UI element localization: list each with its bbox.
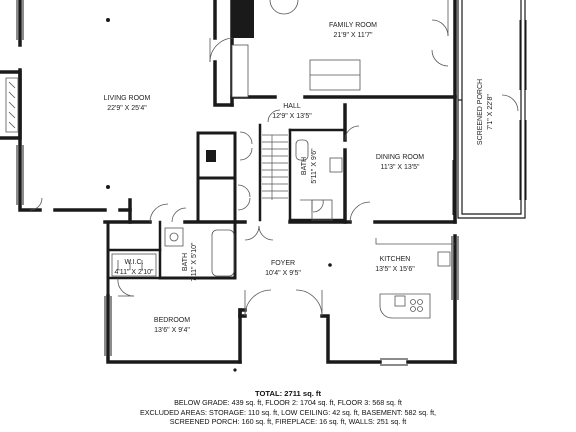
wic-name: W.I.C.: [124, 259, 143, 266]
upper-bath-name: BATH: [301, 157, 308, 175]
area-line-2: EXCLUDED AREAS: STORAGE: 110 sq. ft, LOW…: [139, 407, 437, 417]
living-room-name: LIVING ROOM: [104, 95, 151, 102]
kitchen-dims: 13'5" X 15'6": [375, 266, 415, 273]
room-labels: LIVING ROOM 22'9" X 25'4" FAMILY ROOM 21…: [104, 22, 494, 334]
upper-bath-dims: 5'11" X 9'6": [311, 148, 318, 184]
living-room-dims: 22'9" X 25'4": [107, 105, 147, 112]
family-room-name: FAMILY ROOM: [329, 22, 377, 29]
screened-porch-walls: [457, 0, 526, 219]
hall-name: HALL: [283, 103, 301, 110]
foyer-dims: 10'4" X 9'5": [265, 270, 301, 277]
walls: [0, 0, 457, 364]
bedroom-name: BEDROOM: [154, 317, 190, 324]
screened-porch-dims: 7'1" X 22'8": [487, 94, 494, 130]
foyer-name: FOYER: [271, 260, 295, 267]
fixtures: [5, 0, 455, 319]
lower-bath-name: BATH: [182, 253, 189, 271]
door-swings: [29, 0, 519, 317]
dining-room-dims: 11'3" X 13'5": [380, 164, 420, 171]
lower-bath-dims: 7'11" X 5'10": [191, 242, 198, 282]
area-line-1: BELOW GRADE: 439 sq. ft, FLOOR 2: 1704 s…: [174, 398, 402, 408]
total-area: TOTAL: 2711 sq. ft: [255, 389, 321, 398]
screened-porch-name: SCREENED PORCH: [477, 79, 484, 145]
bedroom-dims: 13'6" X 9'4": [154, 327, 190, 334]
windows: [16, 0, 527, 366]
kitchen-name: KITCHEN: [380, 256, 411, 263]
stairs: [262, 134, 288, 200]
area-summary: TOTAL: 2711 sq. ft BELOW GRADE: 439 sq. …: [0, 389, 576, 426]
light-fixtures: [106, 18, 332, 372]
dining-room-name: DINING ROOM: [376, 154, 424, 161]
family-room-dims: 21'9" X 11'7": [333, 32, 373, 39]
hall-dims: 12'9" X 13'5": [272, 113, 312, 120]
wic-dims: 4'11" X 2'10": [114, 269, 154, 276]
area-line-3: SCREENED PORCH: 160 sq. ft, FIREPLACE: 1…: [169, 416, 407, 426]
